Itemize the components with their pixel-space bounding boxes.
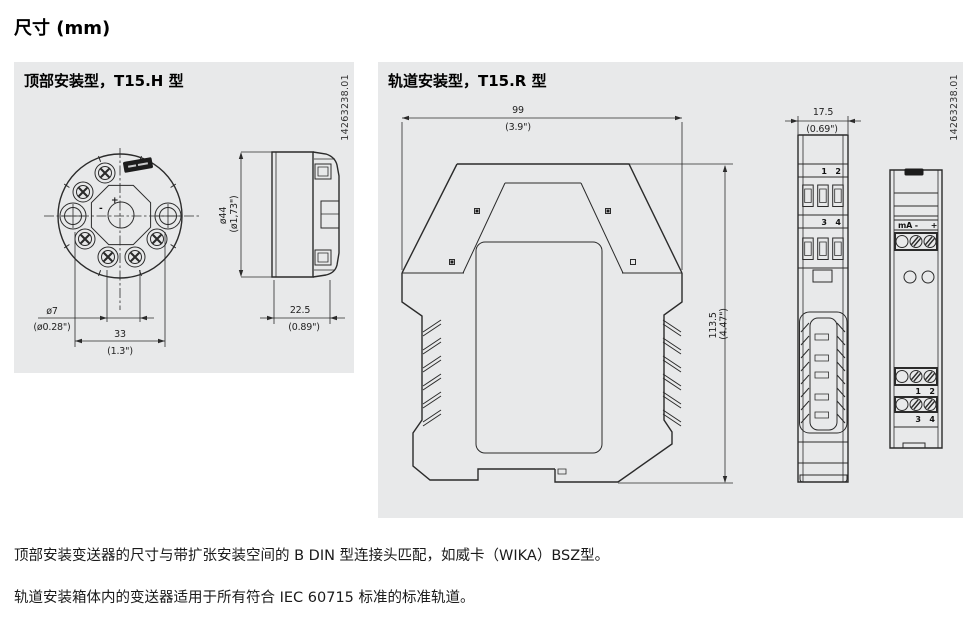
side-view-connector-details (315, 164, 339, 265)
svg-text:113.5 (4.47"): 113.5 (4.47") (708, 308, 730, 340)
output-ma-label: mA - (898, 221, 918, 230)
terminal-label-2: 2 (929, 387, 934, 396)
din-rail-clip (555, 469, 618, 482)
dim-width-label: 99 (512, 105, 524, 116)
dim-hole-d-inch-label: (ø0.28") (33, 322, 70, 333)
terminal-label-1: 1 (915, 387, 921, 396)
dim-depth-label: 17.5 (813, 107, 834, 118)
terminal-clamp (817, 184, 829, 207)
terminal-clamp (802, 237, 814, 260)
panel-rail-title: 轨道安装型，T15.R 型 (388, 72, 547, 90)
head-side-view: ø44 (ø1,73") 22.5 (0.89") (218, 152, 345, 333)
mounting-hole-left (59, 202, 87, 230)
terminal-label-4: 4 (835, 218, 841, 227)
rail-mount-drawing: 99 (3.9") (378, 105, 963, 518)
terminal-clamp (832, 237, 844, 260)
terminal-clamp (832, 184, 844, 207)
dim-hole-spacing: 33 (1.3") (75, 232, 165, 357)
dim-height-label: 113.5 (708, 312, 719, 338)
polarity-plus-label: + (111, 196, 118, 206)
bottom-lip (800, 475, 847, 482)
dim-width-99: 99 (3.9") (402, 105, 682, 270)
dim-body-diameter: ø44 (ø1,73") (218, 152, 272, 277)
note-head-mounting: 顶部安装变送器的尺寸与带扩张安装空间的 B DIN 型连接头匹配，如威卡（WIK… (14, 548, 610, 564)
dim-hole-diameter: ø7 (ø0.28") (33, 270, 154, 333)
dim-body-depth: 22.5 (0.89") (260, 280, 345, 333)
head-mount-drawing: + - ø7 (ø0.28") (33, 62, 354, 357)
marker-square (449, 259, 455, 265)
panel-head-mounting: 顶部安装型，T15.H 型 14263238.01 (14, 62, 354, 373)
input-terminal-strip-upper (895, 368, 937, 385)
dim-depth-17: 17.5 (0.69") (785, 107, 861, 135)
mounting-hole-right (154, 202, 182, 230)
bottom-latch-tab (903, 443, 925, 448)
status-led (904, 271, 916, 283)
dim-spacing-inch-label: (1.3") (107, 346, 133, 357)
input-terminal-strip-lower (895, 397, 937, 412)
panel-head-title: 顶部安装型，T15.H 型 (24, 72, 184, 90)
dim-depth-label: 22.5 (290, 305, 311, 316)
status-led (922, 271, 934, 283)
terminal-label-4: 4 (929, 415, 935, 424)
terminal-label-1: 1 (821, 167, 827, 176)
output-label-band: mA - + (894, 220, 938, 230)
panel-rail-mounting: 轨道安装型，T15.R 型 14263238.01 (378, 62, 963, 518)
dim-spacing-label: 33 (114, 329, 126, 340)
front-vent-cartridge (800, 312, 848, 433)
terminal-clamp (802, 184, 814, 207)
dim-depth-inch-label: (0.89") (288, 322, 320, 333)
latch-tab (813, 270, 832, 282)
polarity-minus-label: - (99, 204, 103, 214)
terminal-label-3: 3 (821, 218, 826, 227)
vent-slots-left (423, 320, 441, 426)
output-terminal-strip (895, 233, 937, 250)
head-top-view: + - ø7 (ø0.28") (33, 148, 200, 357)
svg-text:ø44 (ø1,73"): ø44 (ø1,73") (218, 195, 240, 232)
dim-diameter-inch-label: (ø1,73") (229, 195, 240, 232)
page-title: 尺寸 (mm) (14, 18, 111, 39)
marker-square (605, 208, 611, 214)
rail-face-view: mA - + (890, 169, 942, 448)
dim-height-inch-label: (4.47") (719, 308, 730, 340)
output-plus-label: + (931, 221, 938, 230)
terminal-label-2: 2 (835, 167, 840, 176)
dim-hole-d-label: ø7 (46, 306, 58, 317)
vent-slots-right (663, 320, 681, 426)
rail-front-view: 17.5 (0.69") 1 2 3 4 (785, 107, 861, 482)
terminal-clamp (817, 237, 829, 260)
terminal-label-3: 3 (915, 415, 920, 424)
marker-square-open (631, 260, 636, 265)
top-latch-tab (905, 169, 923, 175)
rim-notches (64, 156, 176, 276)
dim-height-113: 113.5 (4.47") (618, 165, 733, 483)
dim-width-inch-label: (3.9") (505, 122, 531, 133)
dim-diameter-label: ø44 (218, 207, 229, 224)
rail-side-view: 99 (3.9") (402, 105, 733, 483)
brand-label-chip (123, 158, 152, 173)
note-rail-mounting: 轨道安装箱体内的变送器适用于所有符合 IEC 60715 标准的标准轨道。 (14, 590, 475, 606)
dim-depth-inch-label: (0.69") (806, 124, 838, 135)
marker-square (474, 208, 480, 214)
